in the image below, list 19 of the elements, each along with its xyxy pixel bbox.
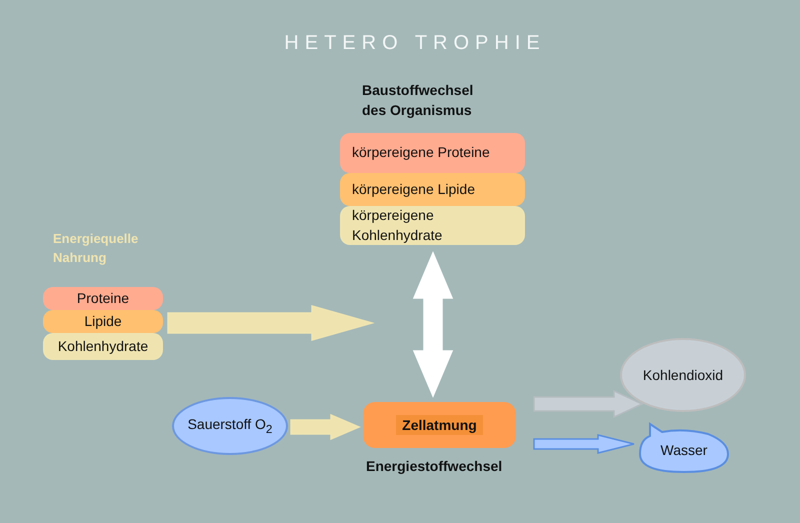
- block-arrow: [290, 414, 361, 440]
- title: HETERO TROPHIE: [283, 32, 547, 55]
- block-arrow: [412, 251, 454, 398]
- node-label: Energiestoffwechsel: [366, 458, 502, 474]
- block-arrow: [533, 434, 635, 454]
- process-box: Zellatmung: [363, 402, 516, 448]
- block-arrow: [533, 390, 644, 418]
- layer-band: körpereigene Proteine: [340, 133, 525, 173]
- stack-heading: Energiequelle Nahrung: [53, 230, 140, 267]
- layer-band: Kohlenhydrate: [43, 333, 163, 360]
- layer-band: körpereigene Lipide: [340, 173, 525, 206]
- bubble-text: Wasser: [660, 442, 708, 458]
- oval-shape: Sauerstoff O$_{2}$: [172, 397, 288, 455]
- block-arrow: [167, 305, 375, 341]
- stack-heading: Baustoffwechsel des Organismus: [362, 81, 474, 120]
- layer-band: Lipide: [43, 310, 163, 333]
- oval-shape: Kohlendioxid: [620, 338, 746, 412]
- layer-band: Proteine: [43, 287, 163, 310]
- layer-band: körpereigene Kohlenhydrate: [340, 206, 525, 245]
